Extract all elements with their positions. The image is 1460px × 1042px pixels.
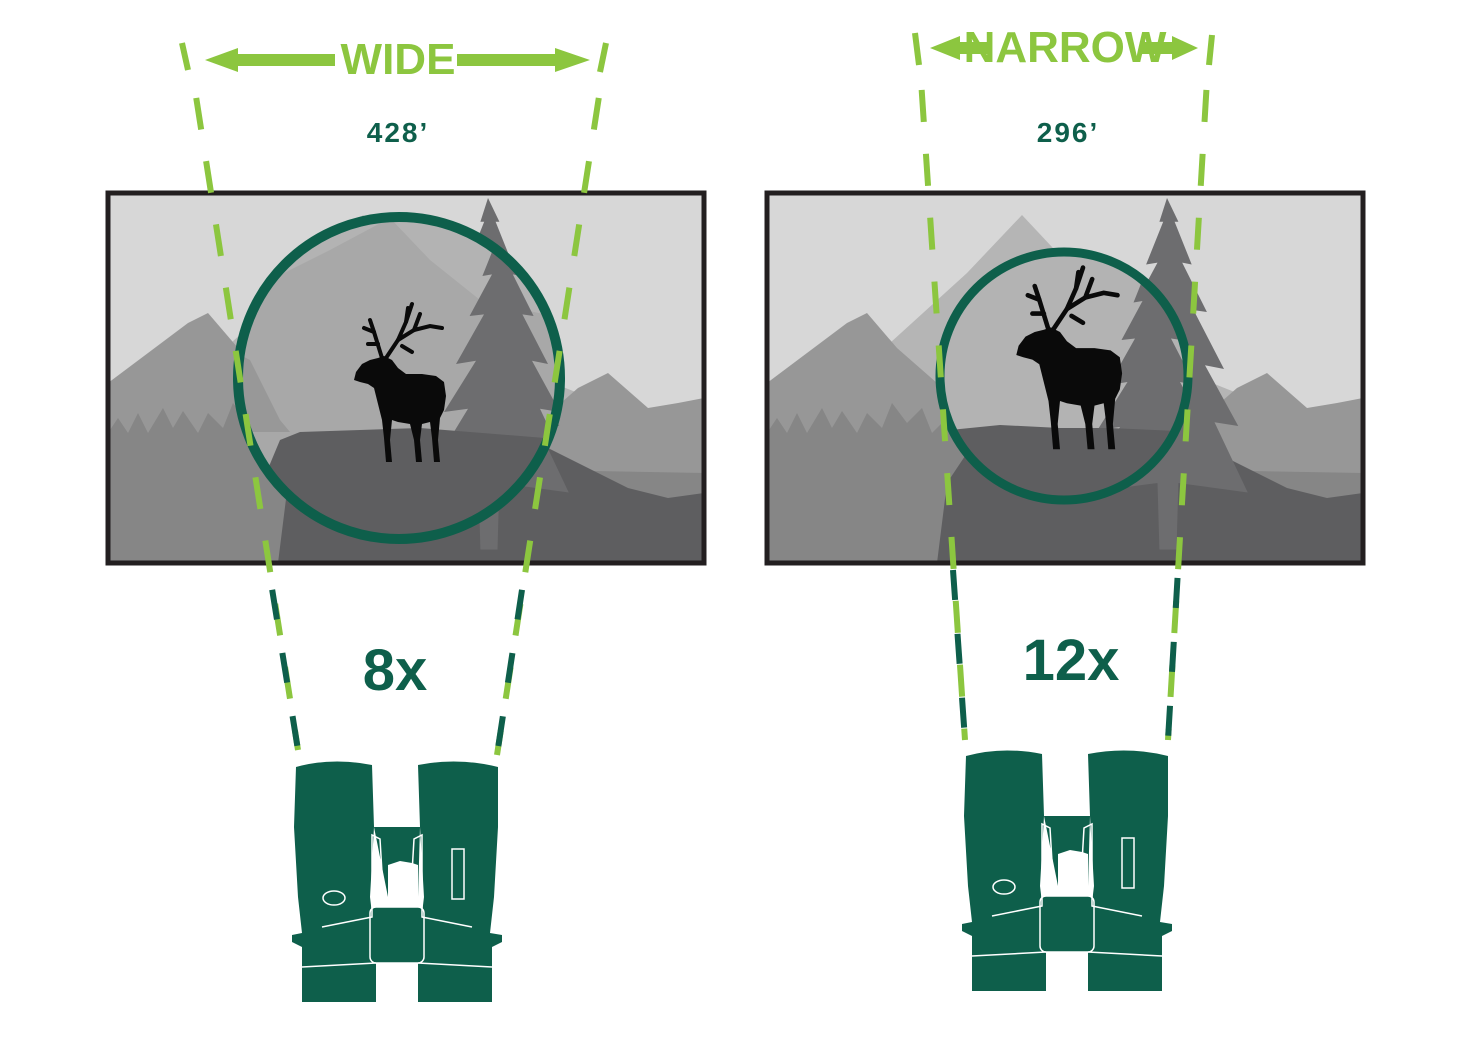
narrow-magnification: 12x <box>1023 628 1120 693</box>
arrow-right-icon <box>1142 36 1198 60</box>
wide-field-of-view: 428’ <box>367 117 430 148</box>
narrow-scene-frame <box>764 190 1366 566</box>
wide-header: WIDE 428’ <box>179 35 609 148</box>
narrow-scene <box>764 190 1366 566</box>
arrow-right-icon <box>457 48 590 72</box>
arrow-left-icon <box>930 36 990 60</box>
narrow-panel: NARROW 296’ 12x <box>764 23 1366 991</box>
narrow-projection-lines <box>918 79 1210 741</box>
wide-scene-frame <box>105 190 707 566</box>
wide-projection-lines <box>192 89 603 756</box>
wide-panel: WIDE 428’ <box>105 35 707 1002</box>
dash-mark <box>597 42 609 73</box>
narrow-header: NARROW 296’ <box>912 23 1215 148</box>
narrow-field-of-view: 296’ <box>1037 117 1100 148</box>
wide-title: WIDE <box>341 35 456 84</box>
binoculars-12x-icon <box>962 750 1172 991</box>
wide-scene <box>105 190 707 566</box>
narrow-title: NARROW <box>964 23 1167 72</box>
dash-mark <box>1206 34 1215 66</box>
dash-mark <box>179 42 191 71</box>
dash-mark <box>912 32 922 66</box>
wide-magnification: 8x <box>363 638 428 703</box>
binoculars-8x-icon <box>292 761 502 1002</box>
arrow-left-icon <box>205 48 335 72</box>
